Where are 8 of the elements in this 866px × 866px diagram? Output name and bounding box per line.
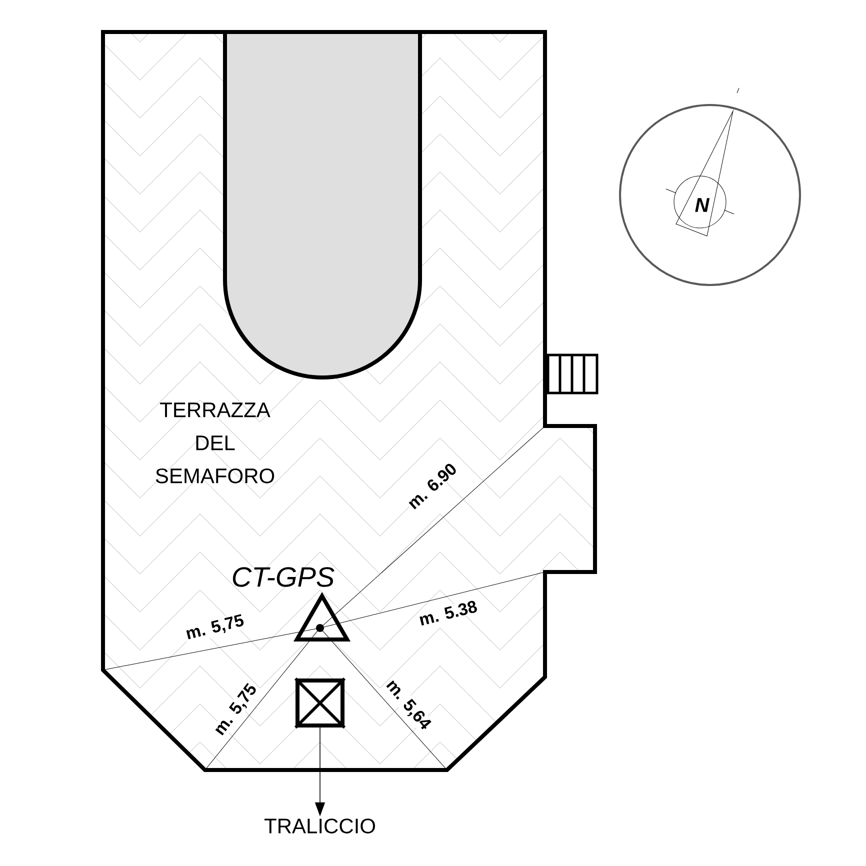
compass-letter: N [695,198,710,212]
pylon-symbol [294,677,346,729]
dimension-label: m. 5,75 [183,612,247,644]
callout-text: TRALICCIO [264,818,375,834]
dimension-label: m. 6.90 [404,460,460,512]
dimension-label: m. 5.38 [416,598,480,628]
area-label: TERRAZZA DEL SEMAFORO [156,402,274,484]
marker-heading: CT-GPS [232,567,334,587]
